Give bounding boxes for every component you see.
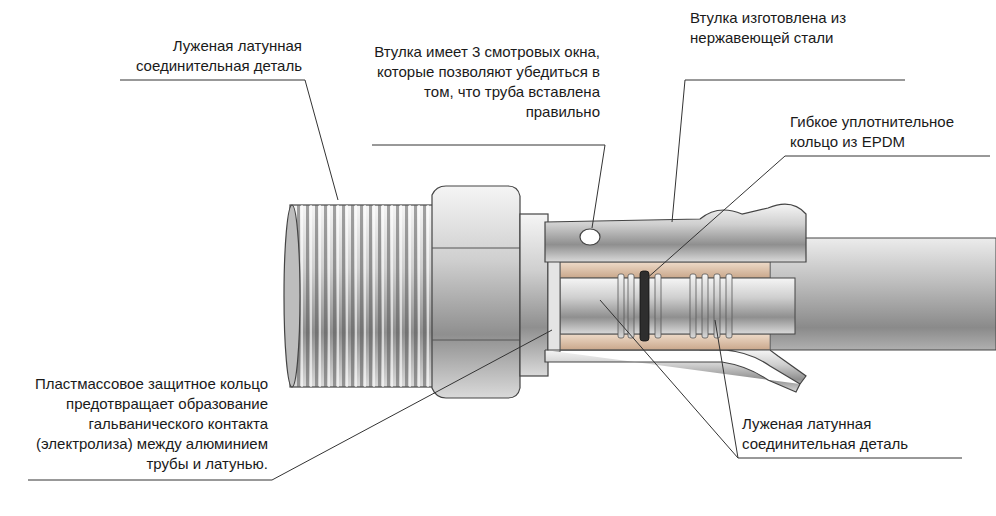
part-label: Луженая латунная соединительная деталь (742, 414, 962, 454)
part-label: Втулка изготовлена из нержавеющей стали (690, 8, 850, 48)
leader-line (600, 300, 962, 458)
insert-rib (714, 274, 720, 338)
sight-window (580, 229, 600, 245)
hex-edge (432, 340, 520, 341)
thread-grooves (294, 205, 433, 387)
leader-line (645, 156, 990, 280)
insert-rib (702, 274, 708, 338)
insert-rib (655, 274, 661, 338)
part-label: Пластмассовое защитное кольцо предотвращ… (28, 374, 268, 474)
insert-rib (726, 274, 732, 338)
hex-edge (432, 248, 520, 249)
part-label: Гибкое уплотнительное кольцо из EPDM (790, 112, 990, 152)
leader-line (372, 145, 605, 228)
plastic-ring (548, 260, 560, 352)
part-label: Втулка имеет 3 смотровых окна, которые п… (372, 42, 600, 122)
insert-rib (628, 274, 634, 338)
leader-line (672, 80, 905, 222)
pipe-wall (560, 262, 770, 278)
thread-body (290, 205, 435, 387)
leader-lines (28, 80, 990, 480)
insert-rib (618, 274, 624, 338)
brass-insert (560, 278, 795, 334)
part-label: Луженая латунная соединительная деталь (120, 36, 302, 76)
insert-rib (690, 274, 696, 338)
thread-end (284, 205, 300, 387)
leader-line (28, 330, 552, 480)
epdm-ring (640, 271, 649, 341)
leader-line (120, 80, 338, 200)
pipe-wall (560, 334, 770, 350)
hex-nut (432, 186, 520, 398)
collar (520, 214, 548, 376)
